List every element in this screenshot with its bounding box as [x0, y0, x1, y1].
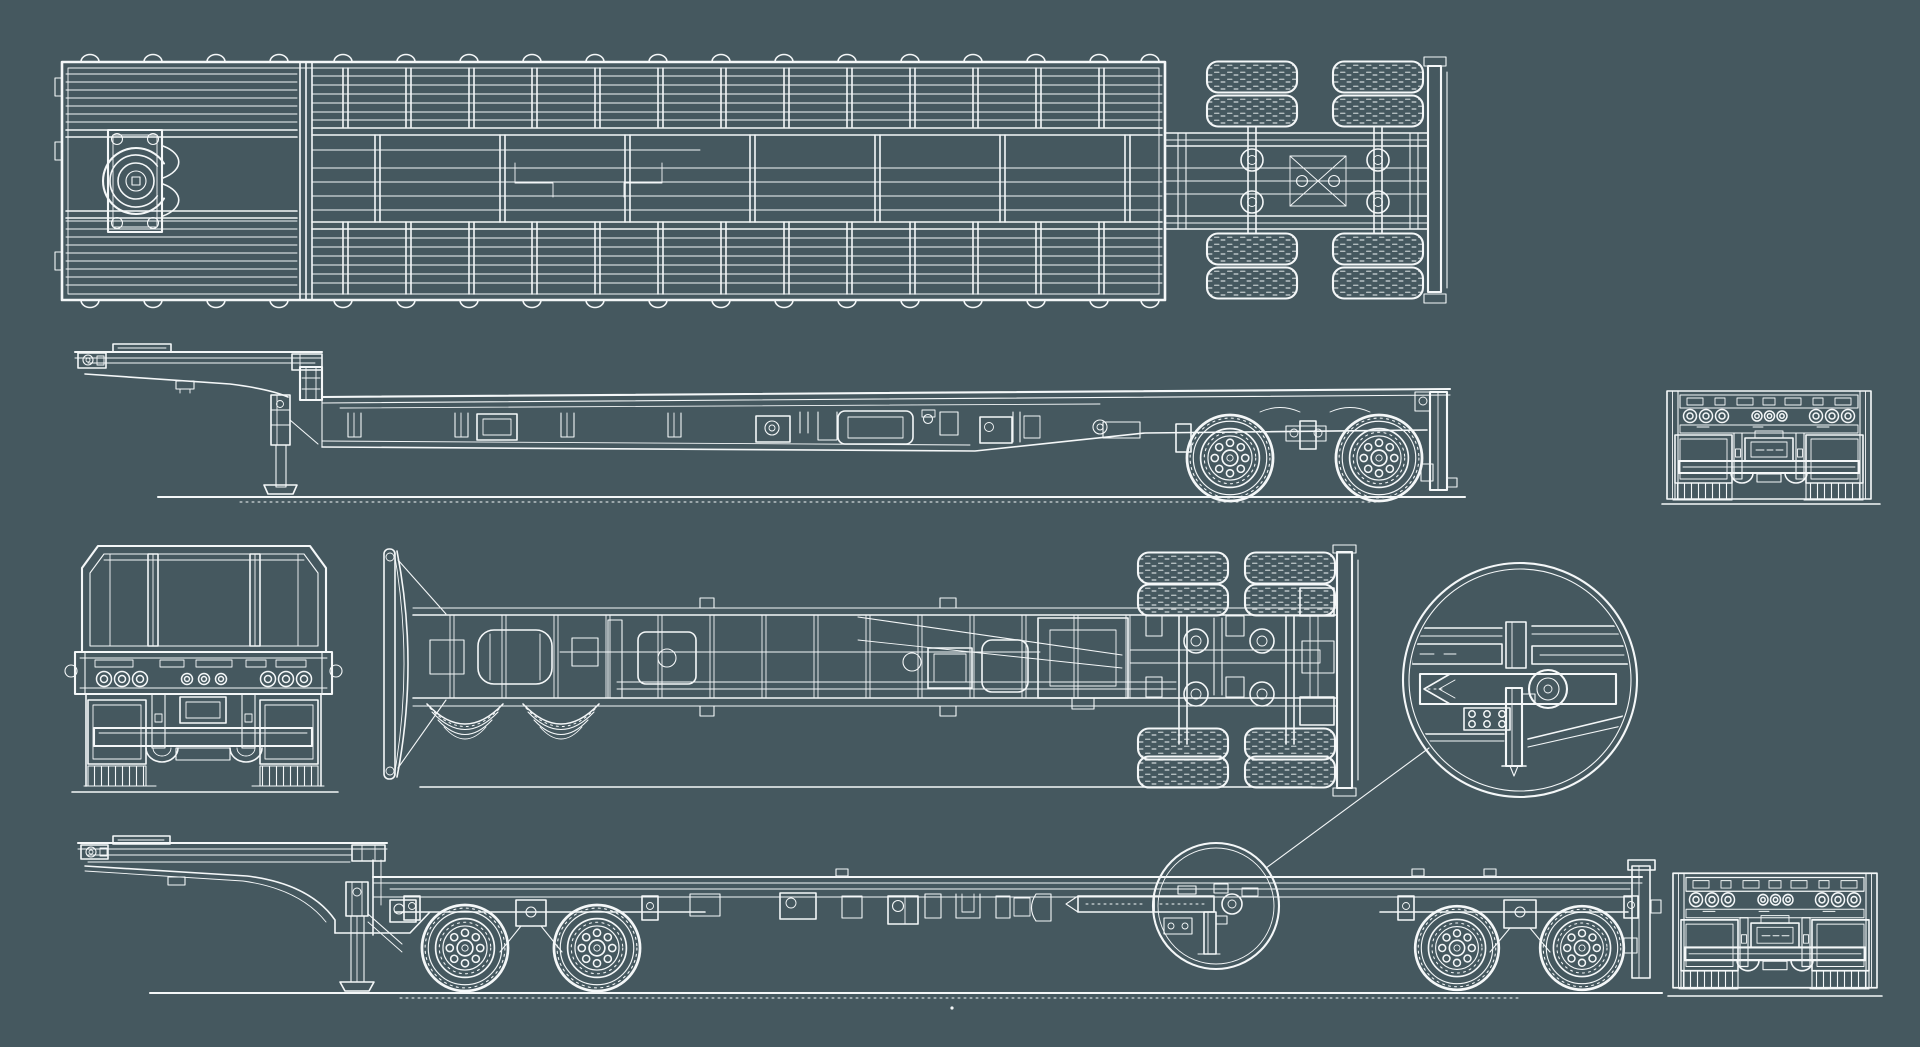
landing-gear: [263, 394, 319, 495]
rear-view-lower: [1667, 872, 1883, 997]
underbody-equipment: [347, 409, 1141, 445]
main-deck: [334, 868, 1644, 934]
registration-mark: [950, 1006, 954, 1010]
ground-line: [156, 495, 1467, 503]
bottom-view: [383, 544, 1359, 797]
kingpin-assembly: [101, 128, 180, 234]
wheel: [420, 903, 510, 993]
wheel: [1538, 904, 1626, 992]
light-bar: [64, 650, 343, 696]
top-view: [54, 53, 1448, 309]
ground-line: [148, 991, 1664, 999]
dual-tires-top: [1205, 60, 1425, 300]
rear-bumper: [1623, 859, 1662, 979]
deck-grid: [311, 67, 1163, 295]
side-view-extended: [76, 835, 1664, 999]
underbody-equipment: [689, 892, 1155, 925]
headboard: [80, 544, 328, 654]
rear-axle-assembly-top: [1164, 56, 1448, 304]
rear-bogie: [1397, 895, 1639, 992]
front-deck-planks: [65, 73, 298, 286]
slider-pin-detail: [1151, 841, 1281, 971]
side-view-short: [73, 343, 1467, 503]
front-tire-treads: [426, 703, 600, 740]
stake-pockets: [80, 53, 1160, 309]
leader-line: [1265, 747, 1430, 869]
front-view: [64, 544, 343, 793]
wheel: [552, 903, 642, 993]
underside-equipment: [429, 597, 1177, 717]
wheel: [1334, 413, 1424, 503]
front-bogie: [403, 895, 659, 993]
detail-view: [1265, 561, 1639, 869]
lower-assembly: [83, 693, 325, 787]
rear-bogie-bottom: [1129, 544, 1359, 797]
detail-content: [1411, 621, 1629, 777]
rear-view-upper: [1661, 389, 1881, 505]
headboard-edge: [383, 548, 447, 780]
landing-gear: [339, 881, 403, 992]
wheel: [1185, 413, 1275, 503]
wheel: [1413, 904, 1501, 992]
detail-circle-ring: [1401, 561, 1639, 799]
tandem-wheels: [1175, 407, 1424, 503]
gooseneck: [73, 343, 324, 402]
gooseneck: [76, 835, 389, 936]
main-deck: [320, 387, 1452, 452]
rear-bumper: [1414, 390, 1458, 492]
